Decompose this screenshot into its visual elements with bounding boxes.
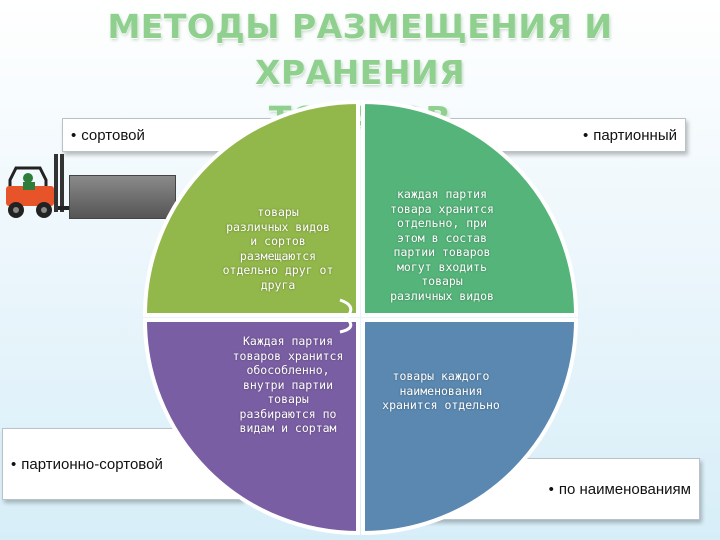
- method-label-partionno-sortovoy: партионно-сортовой: [21, 455, 163, 473]
- quadrant-bottom-right: [361, 318, 579, 536]
- quadrant-top-left: [142, 99, 360, 317]
- quadrant-text-po-naimenovaniyam: товары каждого наименования хранится отд…: [382, 369, 500, 412]
- quadrant-text-sortovoy: товары различных видов и сортов размещаю…: [222, 205, 334, 292]
- center-arrow-icon: [339, 298, 353, 334]
- quadrant-text-partionny: каждая партия товара хранится отдельно, …: [390, 187, 494, 303]
- quadrant-top-right: [361, 99, 579, 317]
- bullet-icon: •: [548, 480, 554, 498]
- method-label-po-naimenovaniyam: по наименованиям: [558, 480, 691, 498]
- quadrant-text-partionno-sortovoy: Каждая партия товаров хранится обособлен…: [232, 334, 344, 435]
- title-line-1: МЕТОДЫ РАЗМЕЩЕНИЯ И ХРАНЕНИЯ: [107, 7, 613, 92]
- bullet-icon: •: [582, 126, 589, 144]
- quadrant-bottom-left: [142, 318, 360, 536]
- method-label-partionny: партионный: [593, 126, 677, 144]
- crate-icon: [69, 175, 176, 219]
- bullet-icon: •: [71, 126, 77, 144]
- method-label-sortovoy: сортовой: [81, 126, 145, 144]
- forklift-icon: [6, 154, 70, 218]
- bullet-icon: •: [11, 455, 17, 473]
